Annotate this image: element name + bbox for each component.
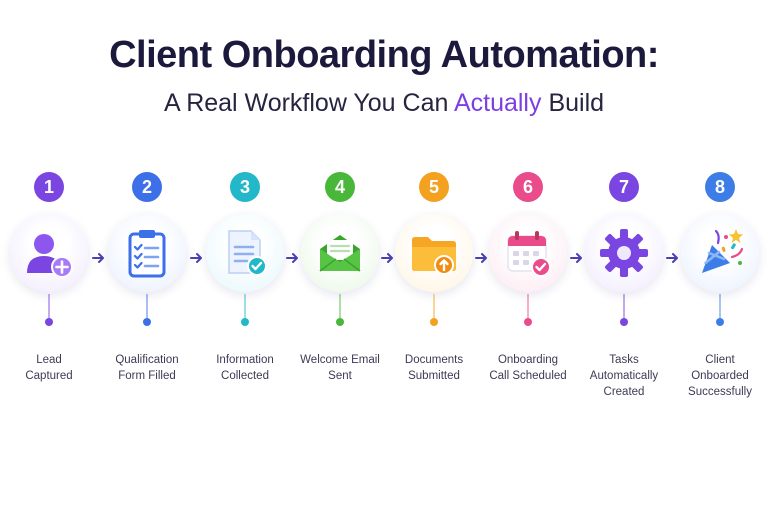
step-label-line: Welcome Email xyxy=(300,354,380,366)
party-popper-icon xyxy=(681,214,759,292)
step-label: Onboarding Call Scheduled xyxy=(472,352,584,384)
step-label: Tasks Automatically Created xyxy=(568,352,680,400)
gear-icon xyxy=(585,214,663,292)
step-label-line: Successfully xyxy=(688,386,752,398)
step-label: Qualification Form Filled xyxy=(91,352,203,384)
step-label-line: Qualification xyxy=(115,354,179,366)
connector-line xyxy=(339,294,341,318)
step-label-line: Onboarding xyxy=(497,354,559,366)
step-label-line: Information xyxy=(216,354,274,366)
step-label-line: Created xyxy=(603,386,645,398)
step-label-line: Form Filled xyxy=(118,370,176,382)
arrow-right-icon xyxy=(570,253,582,263)
connector-line xyxy=(623,294,625,318)
step-number-badge: 7 xyxy=(609,172,639,202)
connector-line xyxy=(48,294,50,318)
subtitle-prefix: A Real Workflow You Can xyxy=(163,89,454,117)
step-label-line: Sent xyxy=(328,370,352,382)
arrow-right-icon xyxy=(286,253,298,263)
arrow-right-icon xyxy=(666,253,678,263)
step-label: Welcome Email Sent xyxy=(284,352,396,384)
step-label: Documents Submitted xyxy=(378,352,490,384)
connector-dot xyxy=(241,318,249,326)
step-label-line: Collected xyxy=(221,370,269,382)
connector-dot xyxy=(45,318,53,326)
step-number-badge: 1 xyxy=(34,172,64,202)
step-label: Client Onboarded Successfully xyxy=(664,352,768,400)
document-check-icon xyxy=(206,214,284,292)
step-label-line: Call Scheduled xyxy=(489,370,567,382)
folder-upload-icon xyxy=(395,214,473,292)
step-label-line: Lead xyxy=(36,354,62,366)
connector-dot xyxy=(620,318,628,326)
connector-dot xyxy=(430,318,438,326)
arrow-right-icon xyxy=(381,253,393,263)
step-label: Lead Captured xyxy=(0,352,105,384)
step-label-line: Client xyxy=(705,354,735,366)
arrow-right-icon xyxy=(92,253,104,263)
step-label: Information Collected xyxy=(189,352,301,384)
clipboard-list-icon xyxy=(108,214,186,292)
step-label-line: Submitted xyxy=(408,370,460,382)
subtitle-suffix: Build xyxy=(541,89,605,117)
step-label-line: Tasks xyxy=(609,354,639,366)
user-add-icon xyxy=(10,214,88,292)
step-label-line: Automatically xyxy=(589,370,659,382)
step-label-line: Captured xyxy=(25,370,73,382)
connector-line xyxy=(433,294,435,318)
arrow-right-icon xyxy=(190,253,202,263)
step-number-badge: 2 xyxy=(132,172,162,202)
connector-dot xyxy=(143,318,151,326)
step-number-badge: 3 xyxy=(230,172,260,202)
step-label-line: Documents xyxy=(404,354,464,366)
step-number-badge: 5 xyxy=(419,172,449,202)
connector-line xyxy=(719,294,721,318)
connector-dot xyxy=(716,318,724,326)
step-number-badge: 8 xyxy=(705,172,735,202)
subtitle-accent: Actually xyxy=(453,89,542,117)
connector-line xyxy=(146,294,148,318)
calendar-check-icon xyxy=(489,214,567,292)
connector-dot xyxy=(336,318,344,326)
connector-line xyxy=(527,294,529,318)
connector-dot xyxy=(524,318,532,326)
step-label-line: Onboarded xyxy=(691,370,749,382)
page-subtitle: A Real Workflow You Can Actually Build xyxy=(0,89,768,118)
envelope-open-icon xyxy=(301,214,379,292)
step-number-badge: 4 xyxy=(325,172,355,202)
step-number-badge: 6 xyxy=(513,172,543,202)
page-title: Client Onboarding Automation: xyxy=(109,34,659,76)
connector-line xyxy=(244,294,246,318)
arrow-right-icon xyxy=(475,253,487,263)
